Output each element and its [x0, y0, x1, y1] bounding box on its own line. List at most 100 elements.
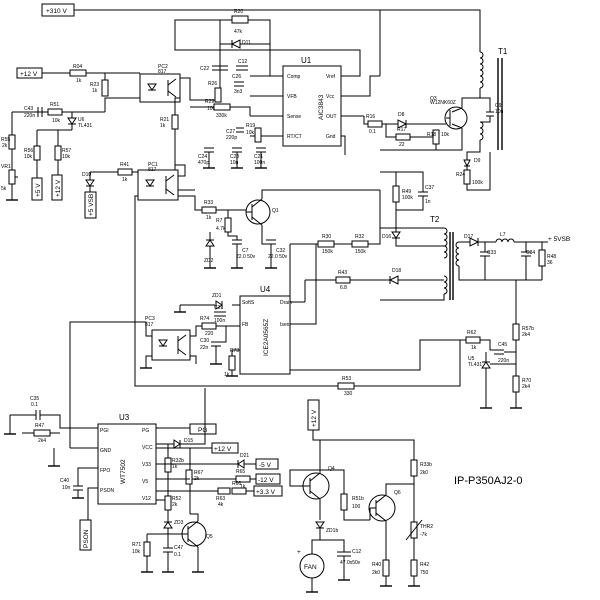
u3-pin-vcc: VCC [142, 445, 153, 451]
r55-val: 2k [2, 143, 8, 149]
tag-m12v: -12 V [255, 473, 281, 485]
r18-val: 10k [441, 132, 450, 138]
tag-m5v: -5 V [255, 458, 279, 470]
r70-val: 2k4 [522, 384, 530, 390]
u3-pin-pson: PSON [100, 488, 115, 494]
zd1-u4: ZD1 [212, 293, 223, 310]
c26: C26 3n3 [232, 74, 244, 95]
vr1-label: VR1 [1, 164, 11, 170]
r63-label: R63 [216, 496, 225, 502]
u6-label: U6 [78, 117, 85, 123]
r67-val: 2k [194, 476, 200, 482]
u4-pin-fb: FB [242, 322, 249, 328]
r74-label: R74 [200, 316, 209, 322]
r48-val: 36 [547, 260, 553, 266]
d17: D17 [464, 234, 480, 247]
u1-pin-comp: Comp [287, 74, 301, 80]
u1-pin-vfb: VFB [287, 94, 297, 100]
r04-val: 1k [76, 78, 82, 84]
u1-part: AIC3843 [318, 94, 325, 120]
c22-label: C22 [200, 66, 209, 72]
r57: R57 10k [54, 145, 71, 161]
q1-label: Q1 [272, 208, 279, 214]
thr2-label: THR2 [420, 524, 433, 530]
label-pson: PSON [83, 529, 90, 548]
u5-label: U5 [468, 356, 475, 362]
transformer-t1: T1 [479, 47, 508, 150]
l7-label: L7 [500, 232, 506, 238]
label-310v: +310 V [46, 8, 67, 15]
q5: Q5 [181, 520, 213, 548]
r71-val: 10k [132, 549, 141, 555]
r56: R56 10k [24, 145, 41, 161]
r33b-label: R33b [420, 462, 432, 468]
c32-val: 22.0 50v [268, 254, 288, 260]
c12b-label: C12 [352, 549, 361, 555]
r30-val: 150k [322, 249, 333, 255]
u1-pin-sense: Sense [287, 114, 301, 120]
c47-label: C47 [174, 545, 183, 551]
r49: R49 100k [392, 185, 413, 203]
r33b-val: 2k0 [420, 470, 428, 476]
t1-label: T1 [498, 47, 508, 56]
pc3: PC3 817 [145, 316, 191, 361]
q3-label: Q3 [430, 96, 437, 102]
r19: R19 10k [246, 123, 262, 143]
c9: C9 10n [486, 100, 504, 117]
c31-val: 100n [214, 318, 225, 324]
label-12v-out: +12 V [214, 446, 232, 453]
r33-label: R33 [204, 200, 213, 206]
r51b-label: R51b [352, 496, 364, 502]
r24-val: 100k [472, 180, 483, 186]
r63-val: 4k [218, 502, 224, 508]
c30-val: 22n [200, 345, 209, 351]
tag-pson: PSON [79, 519, 92, 551]
r41-label: R41 [120, 162, 129, 168]
c45-val: 220n [498, 358, 509, 364]
schematic-title: IP-P350AJ2-0 [454, 475, 522, 487]
r7-val: 4.7k [216, 226, 226, 232]
r26: R26 100k [207, 81, 222, 112]
c12: C12 [236, 59, 248, 71]
r32b-label: R32b [172, 458, 184, 464]
thr2: THR2 -7k [405, 519, 433, 541]
pc2: PC2 817 [139, 64, 181, 103]
tag-5vsb-left: +5 VSB [84, 191, 97, 219]
r57-val: 10k [62, 154, 71, 160]
rail-12v-in: +12 V [16, 67, 43, 79]
fan-label: FAN [304, 564, 317, 571]
label-5vsb-out: + 5VSB [548, 236, 570, 243]
r17-val: 22 [399, 142, 405, 148]
u1-pin-gnd: Gnd [326, 134, 336, 140]
c43-val: 220n [24, 113, 35, 119]
c37-label: C37 [425, 185, 434, 191]
u3-pin-fpo: FPO [100, 468, 110, 474]
r7-label: R7 [216, 218, 223, 224]
d16-label: D16 [382, 234, 391, 240]
r49-val: 100k [402, 195, 413, 201]
rail-310v: +310 V [41, 3, 481, 76]
r42-label: R42 [420, 562, 429, 568]
u3-pin-v33: V33 [142, 462, 151, 468]
thr2-val: -7k [420, 532, 427, 538]
t2-label: T2 [430, 215, 440, 224]
d9-label: D9 [474, 158, 481, 164]
r20-val: 47k [234, 29, 243, 35]
c34-label: C34 [526, 250, 535, 256]
r74-val: 220 [205, 331, 214, 337]
c30-label: C30 [200, 338, 209, 344]
label-m5v: -5 V [259, 462, 272, 469]
c21-label: C21 [254, 154, 263, 160]
r66-label: R66 [232, 481, 241, 487]
c43-label: C43 [24, 106, 33, 112]
pc1: PC1 817 [137, 162, 179, 201]
u3-label: U3 [119, 413, 130, 422]
c40-val: 10n [62, 485, 71, 491]
c35-val: 0.1 [31, 402, 38, 408]
q1: Q1 [245, 198, 279, 226]
d21-label: D21 [240, 453, 249, 459]
r26-label: R26 [208, 81, 217, 87]
r53-val: 330 [344, 391, 353, 397]
l7: L7 [495, 232, 515, 243]
u1-pin-vcc: Vcc [326, 94, 335, 100]
